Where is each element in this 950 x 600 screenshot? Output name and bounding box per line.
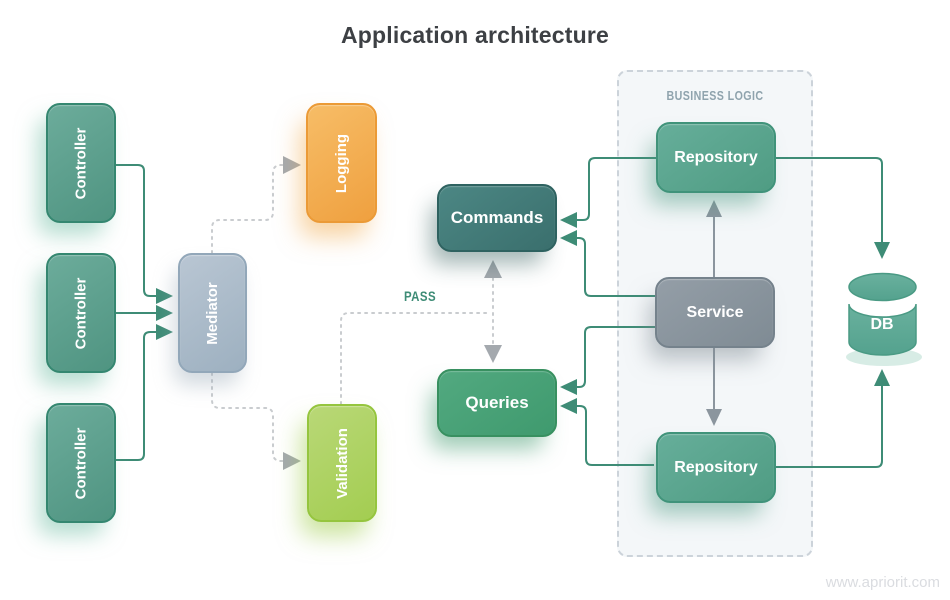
watermark: www.apriorit.com (825, 574, 940, 591)
edge-service-queries (560, 326, 655, 395)
db-label: DB (870, 316, 894, 333)
node-logging: Logging (306, 103, 377, 223)
business-logic-label: BUSINESS LOGIC (666, 88, 764, 103)
queries-label: Queries (465, 393, 529, 412)
edge-controller3-mediator (116, 324, 173, 461)
node-commands: Commands (437, 184, 557, 252)
edge-mediator-logging (211, 156, 301, 254)
edge-repository-top-commands (560, 157, 657, 228)
controller-2-label: Controller (72, 277, 90, 349)
db-body (848, 303, 917, 356)
dashed-edges (211, 156, 502, 470)
node-controller-3: Controller (46, 403, 116, 523)
node-queries: Queries (437, 369, 557, 437)
logging-label: Logging (333, 133, 350, 193)
repository-top-label: Repository (674, 148, 758, 166)
pass-label: PASS (403, 288, 437, 304)
node-repository-bottom: Repository (656, 432, 776, 503)
commands-label: Commands (450, 208, 544, 227)
node-validation: Validation (307, 404, 377, 522)
edge-service-commands (560, 230, 655, 297)
edge-repository-bottom-db (776, 369, 890, 468)
edge-mediator-validation (211, 372, 301, 470)
db-cylinder (846, 272, 922, 366)
controller-3-label: Controller (72, 427, 90, 499)
teal-edges (116, 157, 890, 468)
node-controller-2: Controller (46, 253, 116, 373)
db-lid (848, 272, 917, 302)
validation-label: Validation (333, 427, 351, 499)
page-title: Application architecture (340, 22, 610, 48)
repository-bottom-label: Repository (674, 458, 758, 476)
node-service: Service (655, 277, 775, 348)
service-label: Service (686, 303, 744, 321)
edge-repository-top-db (776, 157, 890, 259)
node-mediator: Mediator (178, 253, 247, 373)
node-controller-1: Controller (46, 103, 116, 223)
edge-controller1-mediator (116, 164, 173, 304)
controller-1-label: Controller (72, 127, 90, 199)
edge-repository-bottom-queries (560, 398, 654, 466)
node-repository-top: Repository (656, 122, 776, 193)
mediator-label: Mediator (203, 281, 221, 345)
